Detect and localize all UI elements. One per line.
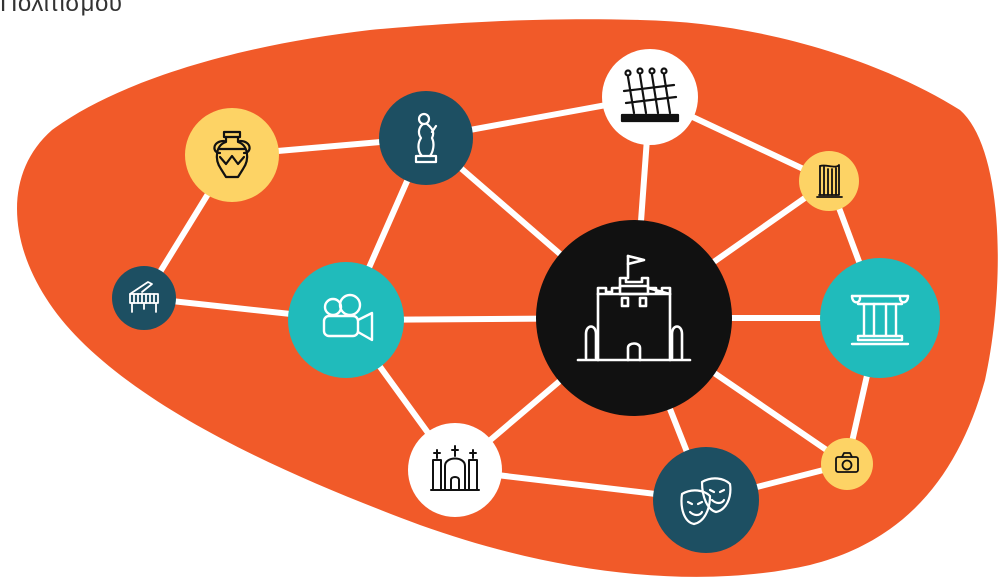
piano-icon	[129, 281, 159, 313]
white-tower-icon	[576, 254, 692, 362]
column-icon	[850, 294, 910, 346]
amphora-icon	[213, 130, 251, 179]
photo-camera-icon	[835, 452, 859, 473]
network-nodes	[112, 49, 940, 553]
photo-camera-node[interactable]	[821, 438, 873, 490]
column-node[interactable]	[820, 258, 940, 378]
theatre-masks-node[interactable]	[653, 447, 759, 553]
harp-node[interactable]	[799, 151, 859, 211]
harp-icon	[816, 164, 843, 198]
movie-camera-icon	[322, 293, 374, 342]
theatre-masks-icon	[680, 477, 732, 526]
movie-camera-node[interactable]	[288, 262, 404, 378]
white-tower-node[interactable]	[536, 220, 732, 416]
statue-icon	[414, 112, 438, 164]
church-node[interactable]	[408, 423, 502, 517]
dancers-node[interactable]	[602, 49, 698, 145]
diagram-title: Πολιτισμού	[0, 0, 123, 17]
statue-node[interactable]	[379, 91, 473, 185]
amphora-node[interactable]	[185, 108, 279, 202]
piano-node[interactable]	[112, 266, 176, 330]
dancers-icon	[620, 67, 680, 123]
church-icon	[430, 445, 480, 491]
